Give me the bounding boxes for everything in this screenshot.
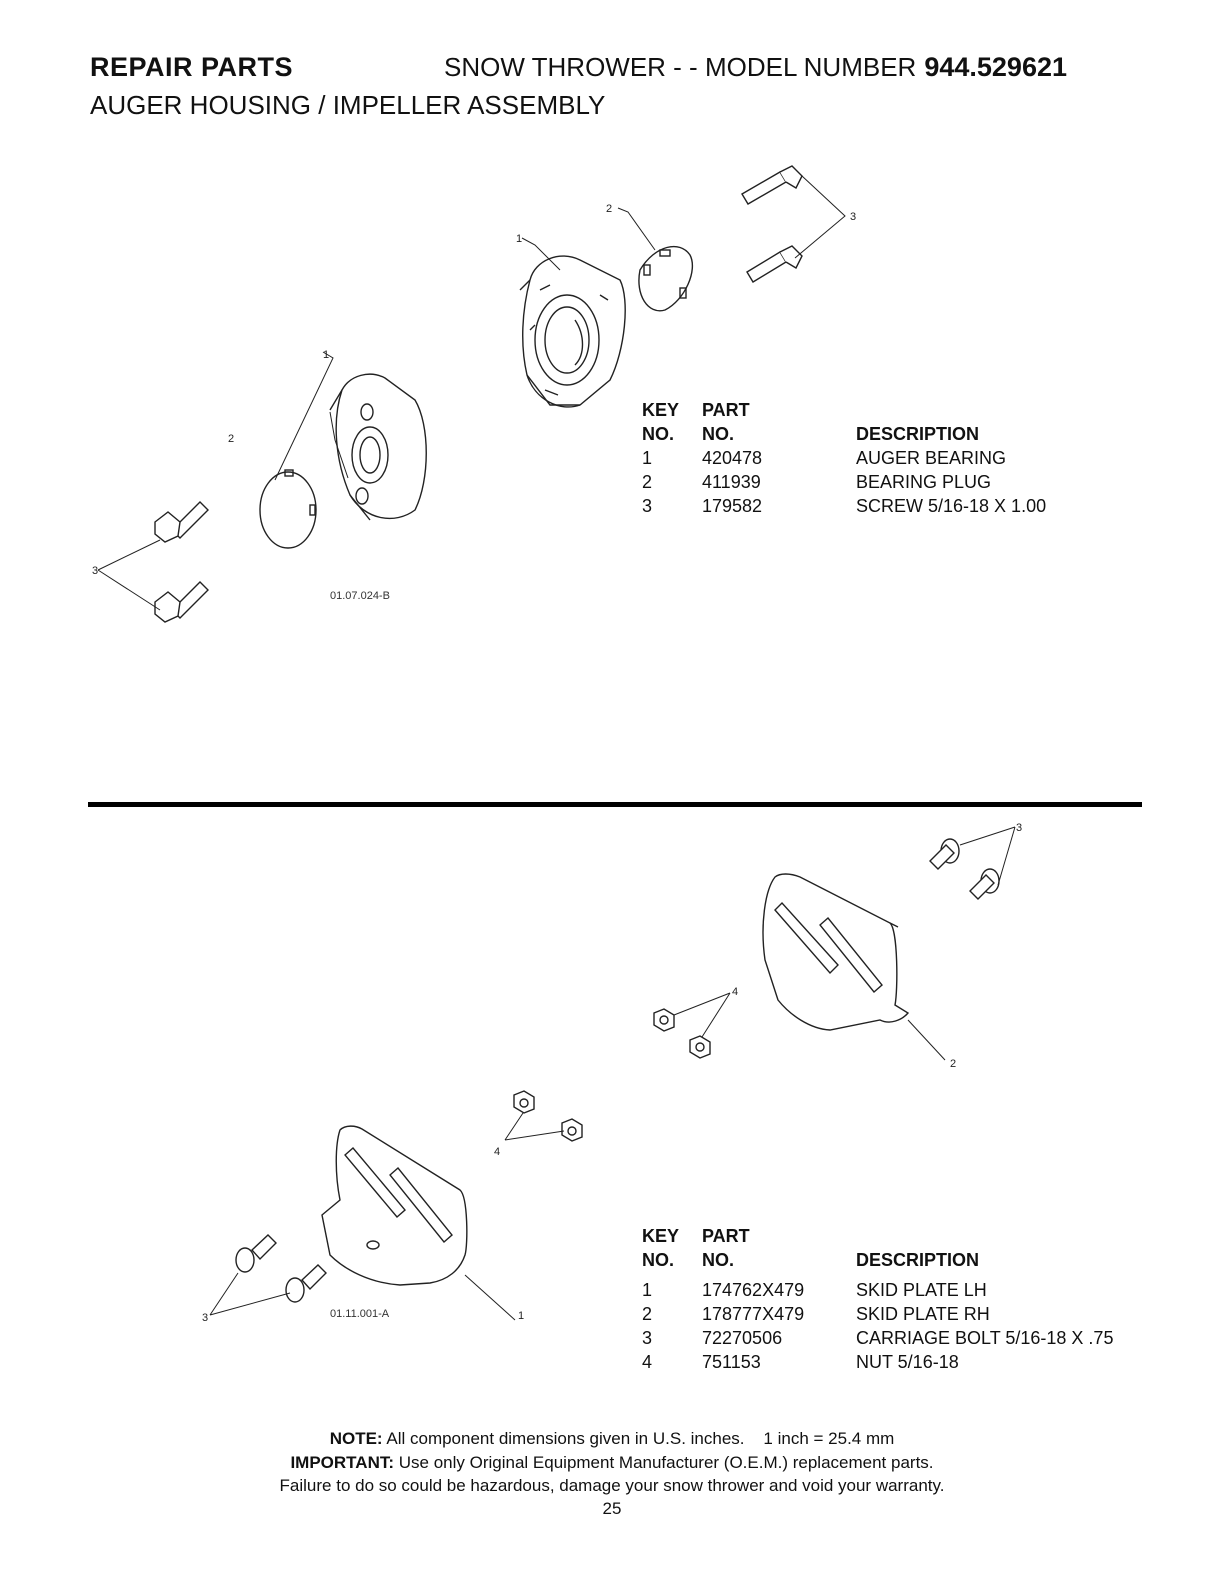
table-row: 1 174762X479 SKID PLATE LH [642,1280,987,1300]
carriage-bolt-rh-2 [969,868,1000,900]
callout-1-lh: 1 [518,1310,524,1322]
callout-3-lh: 3 [202,1312,208,1324]
skid-plate-rh [762,873,910,1031]
lower-screw-2 [154,581,209,623]
callout-3-upper: 3 [850,211,856,223]
table-header-bottom: NO. NO. DESCRIPTION [642,1250,980,1270]
auger-bearing-diagram: 1 2 3 1 2 3 [92,165,856,623]
callout-2-upper: 2 [606,203,612,215]
nut-rh-2 [689,1035,711,1059]
table-header-top: KEY PART [642,1226,750,1246]
note-label: NOTE: [329,1429,383,1448]
table-row: 3 179582 SCREW 5/16-18 X 1.00 [642,496,1047,516]
lower-auger-bearing [329,373,427,521]
table-header-bottom: NO. NO. DESCRIPTION [642,424,980,444]
note-conversion: 1 inch = 25.4 mm [763,1429,895,1448]
parts-table-1: KEY PART NO. NO. DESCRIPTION 1 420478 AU… [642,398,1046,518]
callout-1-upper: 1 [516,233,522,245]
section-label: REPAIR PARTS [90,52,294,82]
upper-screw-2 [746,245,803,283]
upper-auger-bearing [519,255,626,408]
table-row: 2 411939 BEARING PLUG [642,472,992,492]
table-row: 2 178777X479 SKID PLATE RH [642,1304,990,1324]
parts-table-2: KEY PART NO. NO. DESCRIPTION 1 174762X47… [642,1224,1113,1374]
model-number: 944.529621 [924,52,1067,82]
section-divider [88,802,1142,807]
footer-important: IMPORTANT: Use only Original Equipment M… [0,1452,1224,1474]
skid-plate-diagram: 3 4 2 4 3 1 [202,822,1022,1324]
carriage-bolt-rh-1 [929,838,960,870]
nut-lh-2 [561,1118,583,1142]
important-label: IMPORTANT: [290,1453,395,1472]
upper-bearing-plug [638,245,694,312]
callout-3-rh: 3 [1016,822,1022,834]
callout-4-lh: 4 [494,1146,500,1158]
figure-code: 01.11.001-A [330,1308,390,1320]
page-number: 25 [602,1499,622,1518]
callout-3-lower: 3 [92,565,98,577]
upper-screw-1 [741,165,803,205]
table-row: 4 751153 NUT 5/16-18 [642,1352,959,1372]
footer-warning: Failure to do so could be hazardous, dam… [279,1476,945,1495]
carriage-bolt-lh-1 [235,1234,277,1273]
figure-code: 01.07.024-B [330,590,390,602]
note-text: All component dimensions given in U.S. i… [386,1429,745,1448]
carriage-bolt-lh-2 [285,1264,327,1303]
footer-note: NOTE: All component dimensions given in … [0,1428,1224,1450]
assembly-title: AUGER HOUSING / IMPELLER ASSEMBLY [90,90,606,120]
table-row: 1 420478 AUGER BEARING [642,448,1007,468]
callout-2-lower: 2 [228,433,234,445]
lower-bearing-plug [259,469,317,549]
callout-2-rh: 2 [950,1058,956,1070]
skid-plate-lh [321,1125,468,1286]
table-header-top: KEY PART [642,400,750,420]
callout-4-rh: 4 [732,986,738,998]
important-text: Use only Original Equipment Manufacturer… [398,1453,934,1472]
lower-screw-1 [154,501,209,543]
nut-rh-1 [653,1008,675,1032]
callout-1-lower: 1 [323,349,329,361]
nut-lh-1 [513,1090,535,1114]
title-text: SNOW THROWER - - MODEL NUMBER [444,52,917,82]
table-row: 3 72270506 CARRIAGE BOLT 5/16-18 X .75 [642,1328,1114,1348]
